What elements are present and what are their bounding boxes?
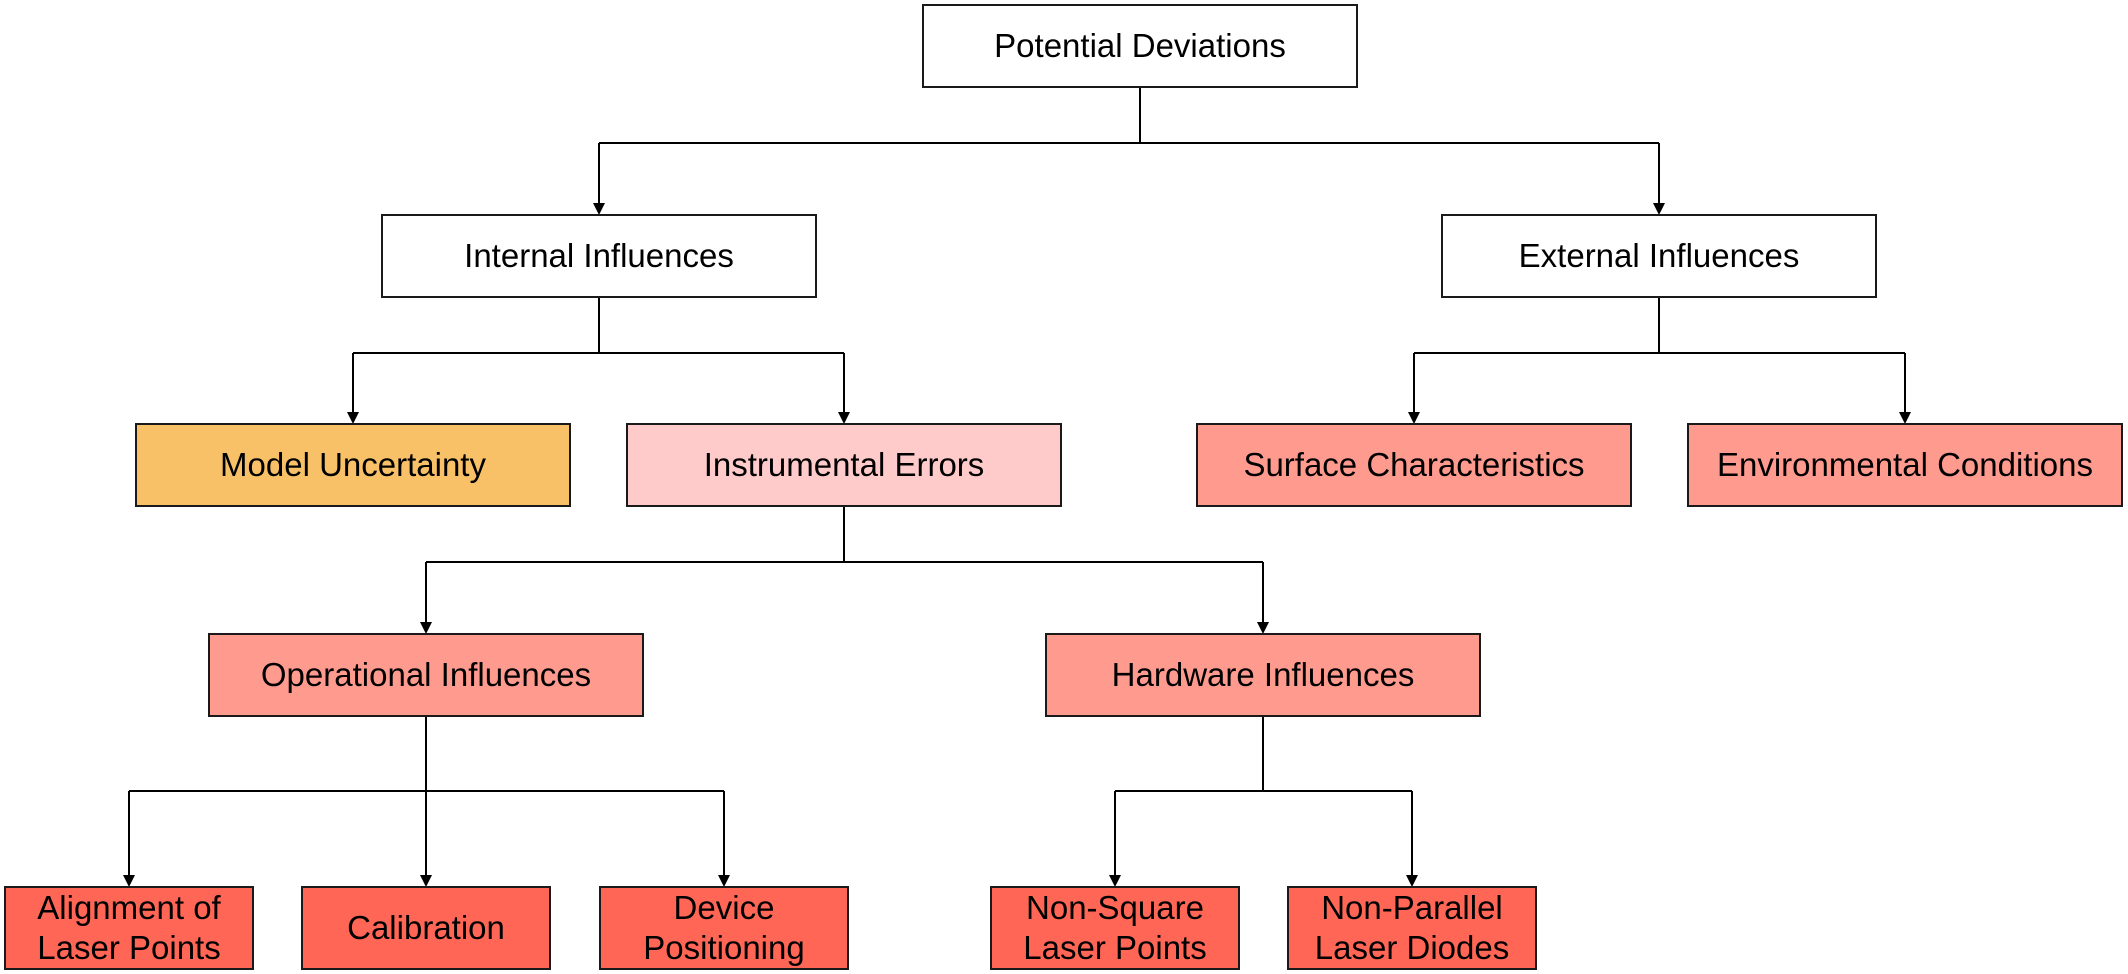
node-non-parallel-laser-diodes: Non-Parallel Laser Diodes xyxy=(1287,886,1537,970)
node-label: Internal Influences xyxy=(464,237,734,274)
node-label: Potential Deviations xyxy=(994,27,1286,64)
node-model-uncertainty: Model Uncertainty xyxy=(135,423,571,507)
node-label: Alignment of Laser Points xyxy=(37,888,220,968)
node-label-line-1: Non-Square xyxy=(1026,889,1204,926)
node-label: Instrumental Errors xyxy=(703,446,985,483)
node-label-line-2: Laser Points xyxy=(37,929,221,966)
node-internal-influences: Internal Influences xyxy=(381,214,817,298)
node-operational-influences: Operational Influences xyxy=(208,633,644,717)
node-surface-characteristics: Surface Characteristics xyxy=(1196,423,1632,507)
node-label-line-2: Positioning xyxy=(643,929,805,966)
node-device-positioning: Device Positioning xyxy=(599,886,849,970)
node-environmental-conditions: Environmental Conditions xyxy=(1687,423,2123,507)
node-label: Device Positioning xyxy=(643,888,804,968)
node-label: Environmental Conditions xyxy=(1716,446,2094,483)
node-potential-deviations: Potential Deviations xyxy=(922,4,1358,88)
node-alignment-of-laser-points: Alignment of Laser Points xyxy=(4,886,254,970)
node-label-line-1: Alignment of xyxy=(37,889,221,926)
node-label: External Influences xyxy=(1518,237,1800,274)
node-instrumental-errors: Instrumental Errors xyxy=(626,423,1062,507)
node-label-line-2: Laser Diodes xyxy=(1314,929,1510,966)
node-label: Non-Parallel Laser Diodes xyxy=(1315,888,1509,968)
node-label: Hardware Influences xyxy=(1111,656,1415,693)
node-external-influences: External Influences xyxy=(1441,214,1877,298)
node-label: Calibration xyxy=(347,909,505,946)
node-label: Operational Influences xyxy=(260,656,592,693)
node-label-line-1: Non-Parallel xyxy=(1321,889,1503,926)
node-label-line-1: Device xyxy=(673,889,775,926)
node-label: Surface Characteristics xyxy=(1243,446,1585,483)
node-label: Non-Square Laser Points xyxy=(1023,888,1206,968)
node-label-line-2: Laser Points xyxy=(1023,929,1207,966)
node-label: Model Uncertainty xyxy=(220,446,486,483)
node-calibration: Calibration xyxy=(301,886,551,970)
node-non-square-laser-points: Non-Square Laser Points xyxy=(990,886,1240,970)
node-hardware-influences: Hardware Influences xyxy=(1045,633,1481,717)
